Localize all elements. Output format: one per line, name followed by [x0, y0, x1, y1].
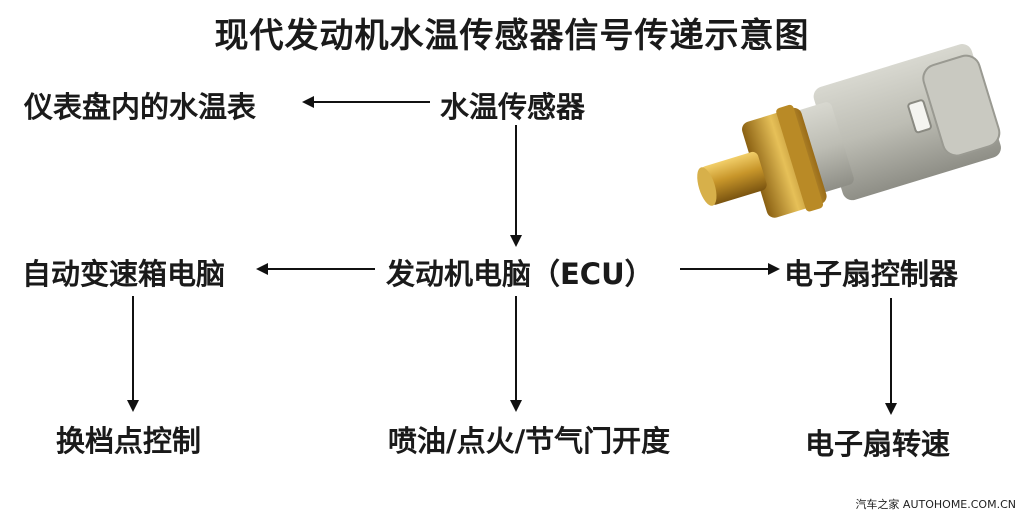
diagram-title: 现代发动机水温传感器信号传递示意图	[214, 16, 810, 56]
node-dashboard-gauge: 仪表盘内的水温表	[24, 90, 257, 124]
node-injection-ignition: 喷油/点火/节气门开度	[388, 424, 671, 458]
node-fan-controller: 电子扇控制器	[784, 257, 959, 291]
node-transmission-ecu: 自动变速箱电脑	[22, 257, 226, 291]
node-water-temp-sensor: 水温传感器	[440, 90, 586, 124]
node-shift-control: 换档点控制	[56, 424, 202, 458]
watermark: 汽车之家 AUTOHOME.COM.CN	[855, 498, 1016, 511]
node-engine-ecu: 发动机电脑（ECU）	[386, 257, 654, 291]
node-fan-speed: 电子扇转速	[805, 427, 951, 461]
